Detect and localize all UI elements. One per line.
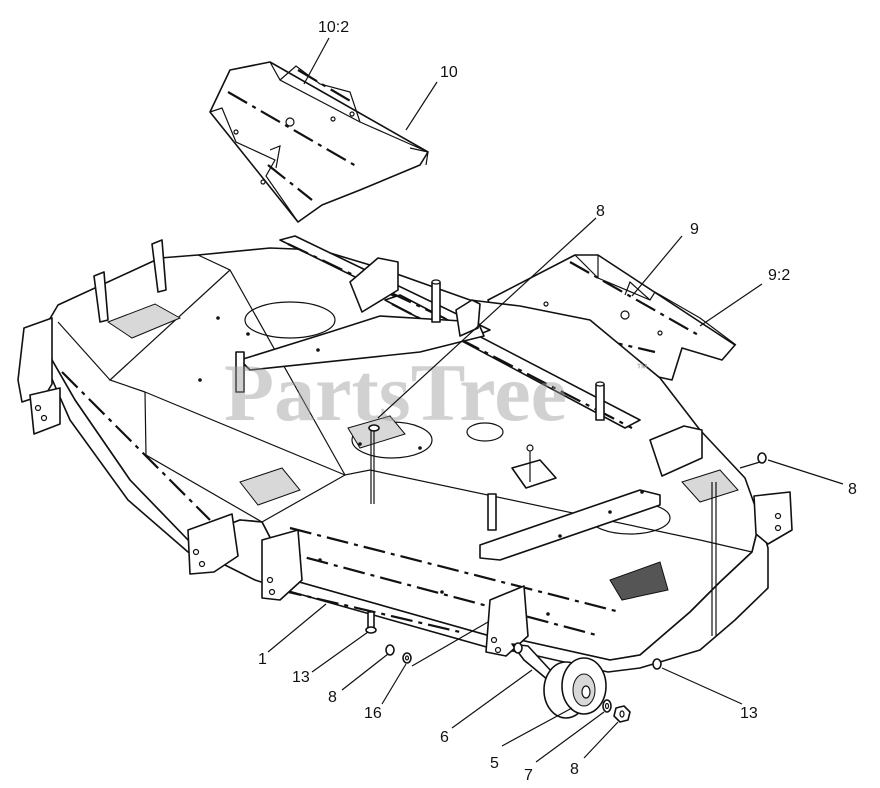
- callout-9-2: 9:2: [768, 267, 790, 284]
- callout-9: 9: [690, 221, 699, 238]
- callout-8-right: 8: [848, 481, 857, 498]
- callout-7: 7: [524, 767, 533, 784]
- nut-part-8-bottom: [613, 705, 631, 723]
- watermark-trademark: ™: [636, 361, 648, 375]
- spacer-part-7: [602, 699, 612, 713]
- watermark-text: PartsTree: [224, 347, 567, 438]
- hardware-nut-13-right: [652, 658, 662, 670]
- callout-8-bottom: 8: [570, 761, 579, 778]
- callout-10-2: 10:2: [318, 19, 349, 36]
- callout-labels: 10:2 10 8 9 9:2 8 1 13 8 16 6 5 7 8 13: [258, 19, 857, 784]
- callout-13-right: 13: [740, 705, 758, 722]
- callout-10: 10: [440, 64, 458, 81]
- callout-13-left: 13: [292, 669, 310, 686]
- callout-8-top: 8: [596, 203, 605, 220]
- hardware-washer-8-left: [385, 644, 412, 664]
- callout-8-left: 8: [328, 689, 337, 706]
- hardware-bolt-8-right: [739, 452, 767, 469]
- deck-shield-part-10: [209, 61, 429, 223]
- callout-5: 5: [490, 755, 499, 772]
- anti-scalp-wheel-part-5: [543, 657, 607, 719]
- callout-16: 16: [364, 705, 382, 722]
- callout-6: 6: [440, 729, 449, 746]
- hardware-center-bolt: [368, 424, 380, 504]
- leader-lines: [267, 37, 844, 763]
- mower-deck-part-1: [17, 235, 793, 673]
- hardware-bolt-13-left: [365, 611, 377, 634]
- callout-1: 1: [258, 651, 267, 668]
